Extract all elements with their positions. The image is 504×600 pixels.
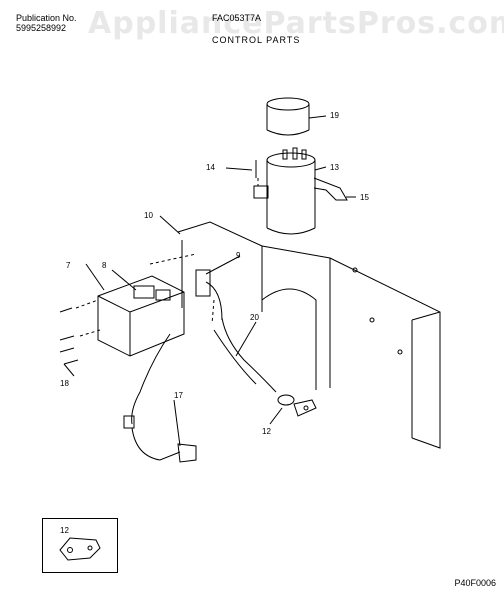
section-title: CONTROL PARTS [212,35,301,45]
callout-17: 17 [174,391,183,400]
leader-lines [63,115,356,447]
callout-19: 19 [330,111,339,120]
callout-7: 7 [66,261,71,270]
power-cord-17 [123,333,197,463]
projection-lines [75,178,259,337]
diagram-code: P40F0006 [454,578,496,588]
callout-12-inset: 12 [60,526,69,535]
inset-cam-12 [59,537,101,561]
callout-10: 10 [144,211,153,220]
callout-8: 8 [102,261,107,270]
callout-20: 20 [250,313,259,322]
callout-12: 12 [262,427,271,436]
capacitor-strap-15 [313,177,348,201]
wire-harness-20 [221,317,277,393]
capacitor-13 [266,147,316,235]
thermostat-9 [195,269,223,321]
publication-label: Publication No. [16,13,77,23]
model-number: FAC053T7A [212,13,262,23]
screws-18 [59,307,79,365]
cam-12 [277,394,317,417]
capacitor-bracket [253,185,269,199]
control-switch-8 [97,275,185,357]
capacitor-cap-19 [266,97,310,136]
inset-box [42,518,118,573]
callout-15: 15 [360,193,369,202]
publication-number: 5995258992 [16,23,67,33]
callout-13: 13 [330,163,339,172]
callout-9: 9 [236,251,241,260]
watermark: AppliancePartsPros.com [88,6,504,41]
callout-14: 14 [206,163,215,172]
control-panel-bulkhead [177,221,441,449]
callout-18: 18 [60,379,69,388]
